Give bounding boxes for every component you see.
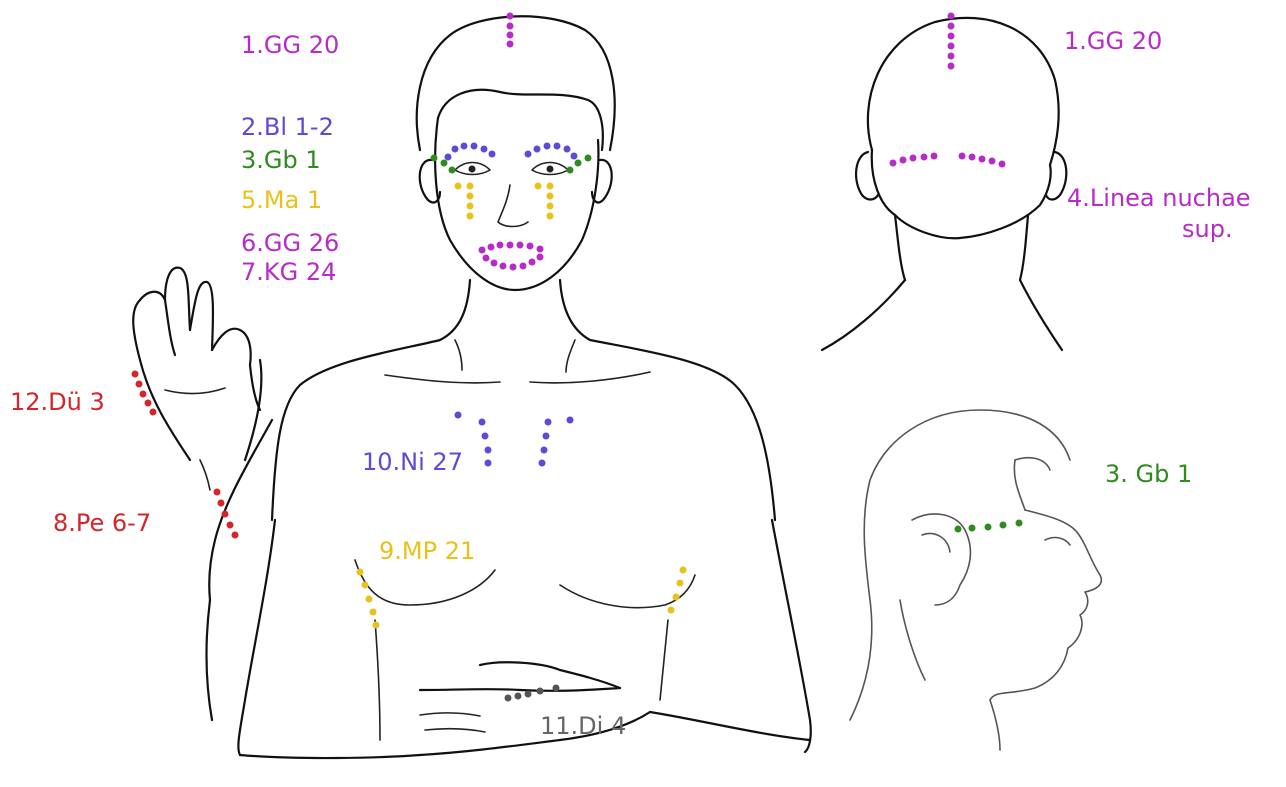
label-ni27: 10.Ni 27: [362, 450, 463, 474]
label-du3: 12.Dü 3: [10, 390, 105, 414]
label-kg24: 7.KG 24: [241, 260, 336, 284]
label-mp21: 9.MP 21: [379, 539, 475, 563]
points-bl-1-2: [445, 143, 578, 161]
label-gg20-back: 1.GG 20: [1064, 29, 1162, 53]
points-linea-nuchae: [890, 153, 1006, 168]
label-gb1-side: 3. Gb 1: [1105, 462, 1192, 486]
points-ma1: [455, 183, 554, 220]
label-gg26: 6.GG 26: [241, 231, 339, 255]
back-head-figure: [822, 18, 1066, 350]
points-ni27: [455, 412, 574, 467]
side-head-figure: [850, 410, 1101, 750]
label-gg20-front: 1.GG 20: [241, 33, 339, 57]
label-di4: 11.Di 4: [540, 714, 626, 738]
label-linea-nuchae-1: 4.Linea nuchae: [1067, 186, 1251, 210]
label-pe67: 8.Pe 6-7: [53, 511, 151, 535]
label-linea-nuchae-2: sup.: [1182, 217, 1233, 241]
points-gg20-back: [948, 13, 955, 70]
points-gg20-front: [507, 13, 514, 48]
front-torso-figure: [133, 16, 811, 758]
points-gg26-kg24: [479, 242, 544, 271]
label-ma1: 5.Ma 1: [241, 188, 322, 212]
points-di4: [505, 685, 560, 702]
points-gb1-front: [431, 155, 592, 174]
label-bl-1-2: 2.Bl 1-2: [241, 115, 334, 139]
points-mp21: [357, 567, 687, 629]
label-gb1-front: 3.Gb 1: [241, 148, 321, 172]
